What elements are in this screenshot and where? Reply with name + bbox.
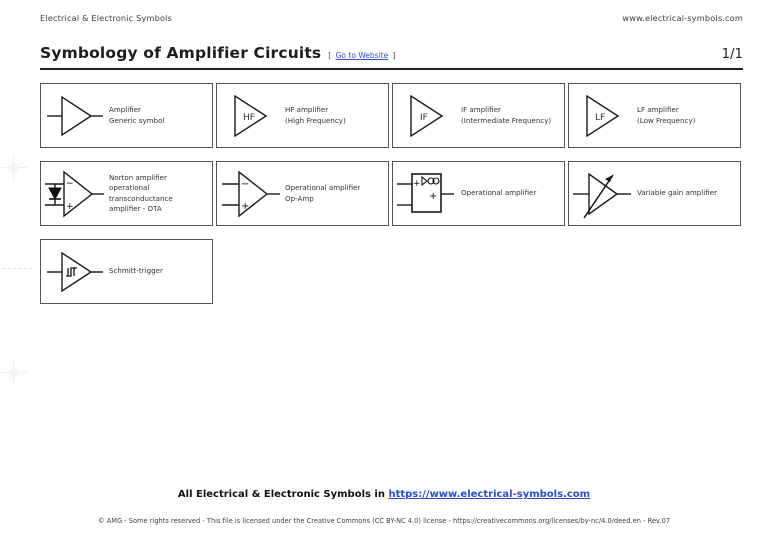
goto-website-link[interactable]: Go to Website — [335, 51, 389, 60]
symbol-label: Amplifier Generic symbol — [109, 105, 165, 125]
page-title: Symbology of Amplifier Circuits — [40, 44, 322, 62]
svg-text:+: + — [429, 191, 437, 202]
symbol-label: Norton amplifier operational transconduc… — [109, 173, 173, 213]
svg-text:IF: IF — [420, 113, 428, 123]
svg-text:−: − — [66, 179, 74, 189]
norton-amplifier-ota-icon: − + — [41, 162, 109, 225]
svg-text:+: + — [241, 201, 249, 212]
page-header: Electrical & Electronic Symbols www.elec… — [40, 13, 743, 23]
registration-dot — [9, 163, 19, 173]
symbol-label: Operational amplifier Op-Amp — [285, 183, 361, 203]
symbol-label: IF amplifier (Intermediate Frequency) — [461, 105, 552, 125]
footer-legal-text: © AMG - Some rights reserved - This file… — [97, 517, 671, 525]
operational-amplifier-opamp-icon: − + — [217, 162, 285, 225]
svg-text:−: − — [241, 179, 249, 190]
amplifier-triangle-icon — [41, 84, 109, 147]
symbol-card-operational-amplifier[interactable]: − + Operational amplifier Op-Amp — [216, 161, 389, 226]
symbol-label: Variable gain amplifier — [637, 188, 717, 198]
svg-text:HF: HF — [243, 113, 255, 123]
footer-main-prefix: All Electrical & Electronic Symbols in — [177, 489, 389, 500]
symbol-card-amplifier[interactable]: Amplifier Generic symbol — [40, 83, 213, 148]
header-left-text: Electrical & Electronic Symbols — [40, 13, 173, 23]
symbol-card-norton-amplifier[interactable]: − + Norton amplifier operational transco… — [40, 161, 213, 226]
symbol-card-schmitt-trigger[interactable]: Schmitt-trigger — [40, 239, 213, 304]
registration-dot — [9, 368, 19, 378]
lf-amplifier-triangle-icon: LF — [569, 84, 637, 147]
symbol-card-if-amplifier[interactable]: IF IF amplifier (Intermediate Frequency) — [392, 83, 565, 148]
operational-amplifier-iec-box-icon: + + — [393, 162, 461, 225]
symbol-label: LF amplifier (Low Frequency) — [637, 105, 696, 125]
page-number: 1/1 — [721, 47, 743, 62]
symbol-label: Schmitt-trigger — [109, 266, 163, 276]
header-website-text: www.electrical-symbols.com — [622, 13, 743, 23]
if-amplifier-triangle-icon: IF — [393, 84, 461, 147]
symbol-label: Operational amplifier — [461, 188, 537, 198]
registration-dash-mark — [2, 268, 32, 270]
registration-mark-bottom — [1, 360, 27, 386]
title-divider — [40, 68, 743, 70]
svg-text:LF: LF — [595, 113, 605, 123]
svg-text:+: + — [66, 202, 74, 212]
registration-mark-top — [1, 155, 27, 181]
title-group: Symbology of Amplifier Circuits [ Go to … — [40, 44, 396, 62]
schmitt-trigger-icon — [41, 240, 109, 303]
bracket-close: ] — [392, 51, 396, 60]
hf-amplifier-triangle-icon: HF — [217, 84, 285, 147]
title-row: Symbology of Amplifier Circuits [ Go to … — [40, 44, 743, 62]
goto-website-wrapper: [ Go to Website ] — [328, 51, 395, 60]
symbol-card-hf-amplifier[interactable]: HF HF amplifier (High Frequency) — [216, 83, 389, 148]
bracket-open: [ — [328, 51, 332, 60]
symbol-card-lf-amplifier[interactable]: LF LF amplifier (Low Frequency) — [568, 83, 741, 148]
svg-text:+: + — [413, 179, 421, 189]
symbol-label: HF amplifier (High Frequency) — [285, 105, 346, 125]
symbol-card-variable-gain-amplifier[interactable]: Variable gain amplifier — [568, 161, 741, 226]
footer-website-link[interactable]: https://www.electrical-symbols.com — [388, 489, 591, 500]
symbol-card-operational-amplifier-iec[interactable]: + + Operational amplifier — [392, 161, 565, 226]
symbol-grid: Amplifier Generic symbol HF HF amplifier… — [40, 83, 746, 304]
variable-gain-amplifier-icon — [569, 162, 637, 225]
footer-main: All Electrical & Electronic Symbols in h… — [0, 489, 768, 500]
